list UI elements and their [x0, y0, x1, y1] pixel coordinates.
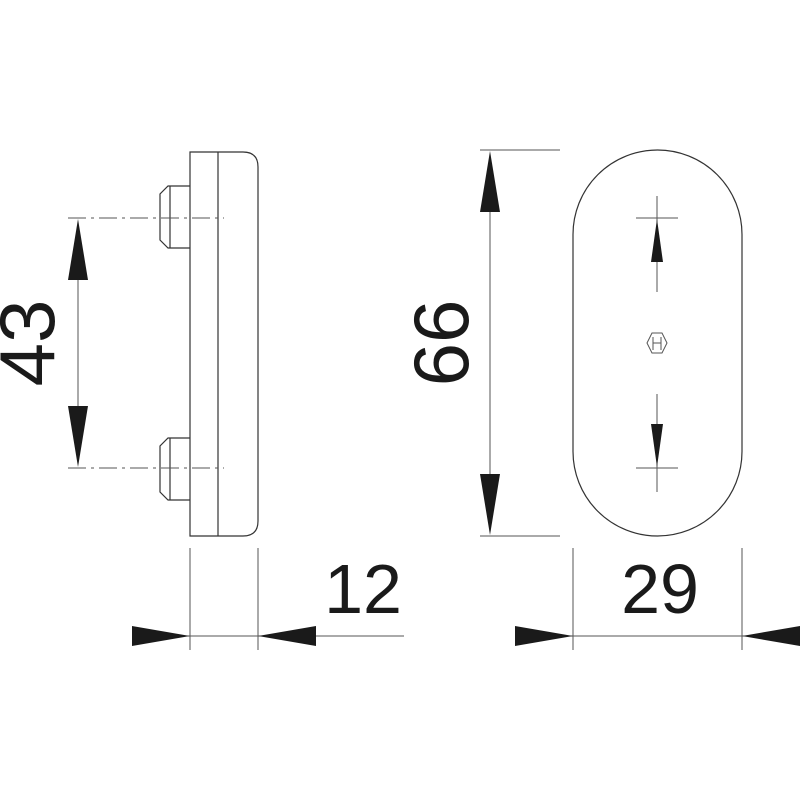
upper-stud [159, 185, 190, 249]
front-plate-outline [572, 149, 743, 537]
dimension-height: 66 [397, 149, 560, 537]
dim-66-label: 66 [397, 300, 485, 387]
dimension-thickness: 12 [132, 548, 404, 650]
side-plate-outline [189, 151, 259, 537]
lower-stud [159, 437, 190, 501]
front-arrow-down [651, 424, 663, 467]
dim-66-arrow-top [480, 151, 500, 212]
dim-43-arrow-top [68, 219, 88, 280]
dim-29-label: 29 [621, 550, 699, 628]
dimension-width: 29 [515, 548, 800, 650]
dim-12-label: 12 [324, 550, 402, 628]
dim-29-arrow-right [742, 626, 800, 646]
side-view [68, 151, 259, 537]
dim-12-arrow-left [132, 626, 190, 646]
dim-66-arrow-bottom [480, 474, 500, 535]
dim-12-arrow-right [258, 626, 316, 646]
front-view [572, 149, 743, 537]
dim-43-arrow-bottom [68, 406, 88, 467]
dim-29-arrow-left [515, 626, 573, 646]
front-arrow-up [651, 219, 663, 262]
dim-43-label: 43 [0, 300, 71, 387]
dimension-hole-spacing: 43 [0, 219, 88, 467]
hexagon-logo-icon [646, 332, 668, 354]
